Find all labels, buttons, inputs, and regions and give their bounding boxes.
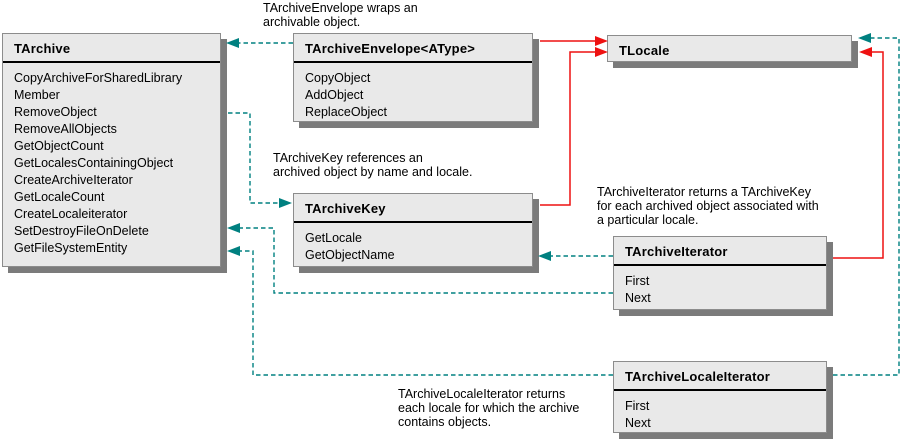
method-item: CopyObject — [305, 71, 371, 85]
note-locale-iterator: TArchiveLocaleIterator returns each loca… — [398, 387, 579, 429]
note-line: for each archived object associated with — [597, 199, 819, 213]
method-list-tarchive-envelope: CopyObject AddObject ReplaceObject — [294, 63, 532, 127]
class-title-tarchive: TArchive — [3, 34, 220, 63]
method-item: CreateArchiveIterator — [14, 173, 133, 187]
method-item: Member — [14, 88, 60, 102]
note-line: archivable object. — [263, 15, 361, 29]
note-line: TArchiveKey references an — [273, 151, 423, 165]
connector-locale-iterator-to-tlocale — [833, 33, 900, 376]
note-line: TArchiveLocaleIterator returns — [398, 387, 566, 401]
method-item: SetDestroyFileOnDelete — [14, 224, 149, 238]
class-box-tlocale: TLocale — [607, 35, 852, 62]
note-line: archived object by name and locale. — [273, 165, 473, 179]
class-box-tarchive-iterator: TArchiveIterator First Next — [613, 236, 827, 310]
method-item: ReplaceObject — [305, 105, 387, 119]
note-line: contains objects. — [398, 415, 492, 429]
method-item: RemoveAllObjects — [14, 122, 117, 136]
note-line: each locale for which the archive — [398, 401, 580, 415]
connector-envelope-to-tlocale — [540, 36, 608, 46]
connector-iterator-to-tlocale — [833, 47, 884, 259]
method-item: GetObjectName — [305, 248, 395, 262]
class-box-tarchive-key: TArchiveKey GetLocale GetObjectName — [293, 193, 533, 267]
class-box-tarchive-envelope: TArchiveEnvelope<AType> CopyObject AddOb… — [293, 33, 533, 122]
class-title-tarchive-envelope: TArchiveEnvelope<AType> — [294, 34, 532, 63]
method-list-tarchive-iterator: First Next — [614, 266, 826, 313]
note-iterator: TArchiveIterator returns a TArchiveKey f… — [597, 185, 819, 227]
method-item: AddObject — [305, 88, 364, 102]
connector-iterator-to-key — [538, 251, 613, 261]
class-title-tarchive-key: TArchiveKey — [294, 194, 532, 223]
method-item: GetObjectCount — [14, 139, 104, 153]
method-list-tarchive: CopyArchiveForSharedLibrary Member Remov… — [3, 63, 220, 263]
method-item: Next — [625, 291, 651, 305]
note-line: a particular locale. — [597, 213, 699, 227]
class-box-tarchive-locale-iterator: TArchiveLocaleIterator First Next — [613, 361, 827, 433]
connector-key-to-tlocale — [540, 47, 608, 206]
method-item: GetFileSystemEntity — [14, 241, 128, 255]
class-box-tarchive: TArchive CopyArchiveForSharedLibrary Mem… — [2, 33, 221, 267]
method-item: GetLocalesContainingObject — [14, 156, 174, 170]
method-list-tarchive-locale-iterator: First Next — [614, 391, 826, 438]
note-envelope: TArchiveEnvelope wraps an archivable obj… — [263, 1, 418, 29]
connector-envelope-to-tarchive — [226, 38, 293, 48]
note-key: TArchiveKey references an archived objec… — [273, 151, 472, 179]
method-list-tarchive-key: GetLocale GetObjectName — [294, 223, 532, 270]
method-item: Next — [625, 416, 651, 430]
method-item: GetLocale — [305, 231, 362, 245]
method-item: CreateLocaleiterator — [14, 207, 128, 221]
method-item: RemoveObject — [14, 105, 97, 119]
class-title-tarchive-locale-iterator: TArchiveLocaleIterator — [614, 362, 826, 391]
method-item: First — [625, 274, 650, 288]
method-item: CopyArchiveForSharedLibrary — [14, 71, 183, 85]
class-title-tlocale: TLocale — [619, 43, 670, 58]
note-line: TArchiveEnvelope wraps an — [263, 1, 418, 15]
class-title-tarchive-iterator: TArchiveIterator — [614, 237, 826, 266]
method-item: First — [625, 399, 650, 413]
note-line: TArchiveIterator returns a TArchiveKey — [597, 185, 811, 199]
method-item: GetLocaleCount — [14, 190, 105, 204]
